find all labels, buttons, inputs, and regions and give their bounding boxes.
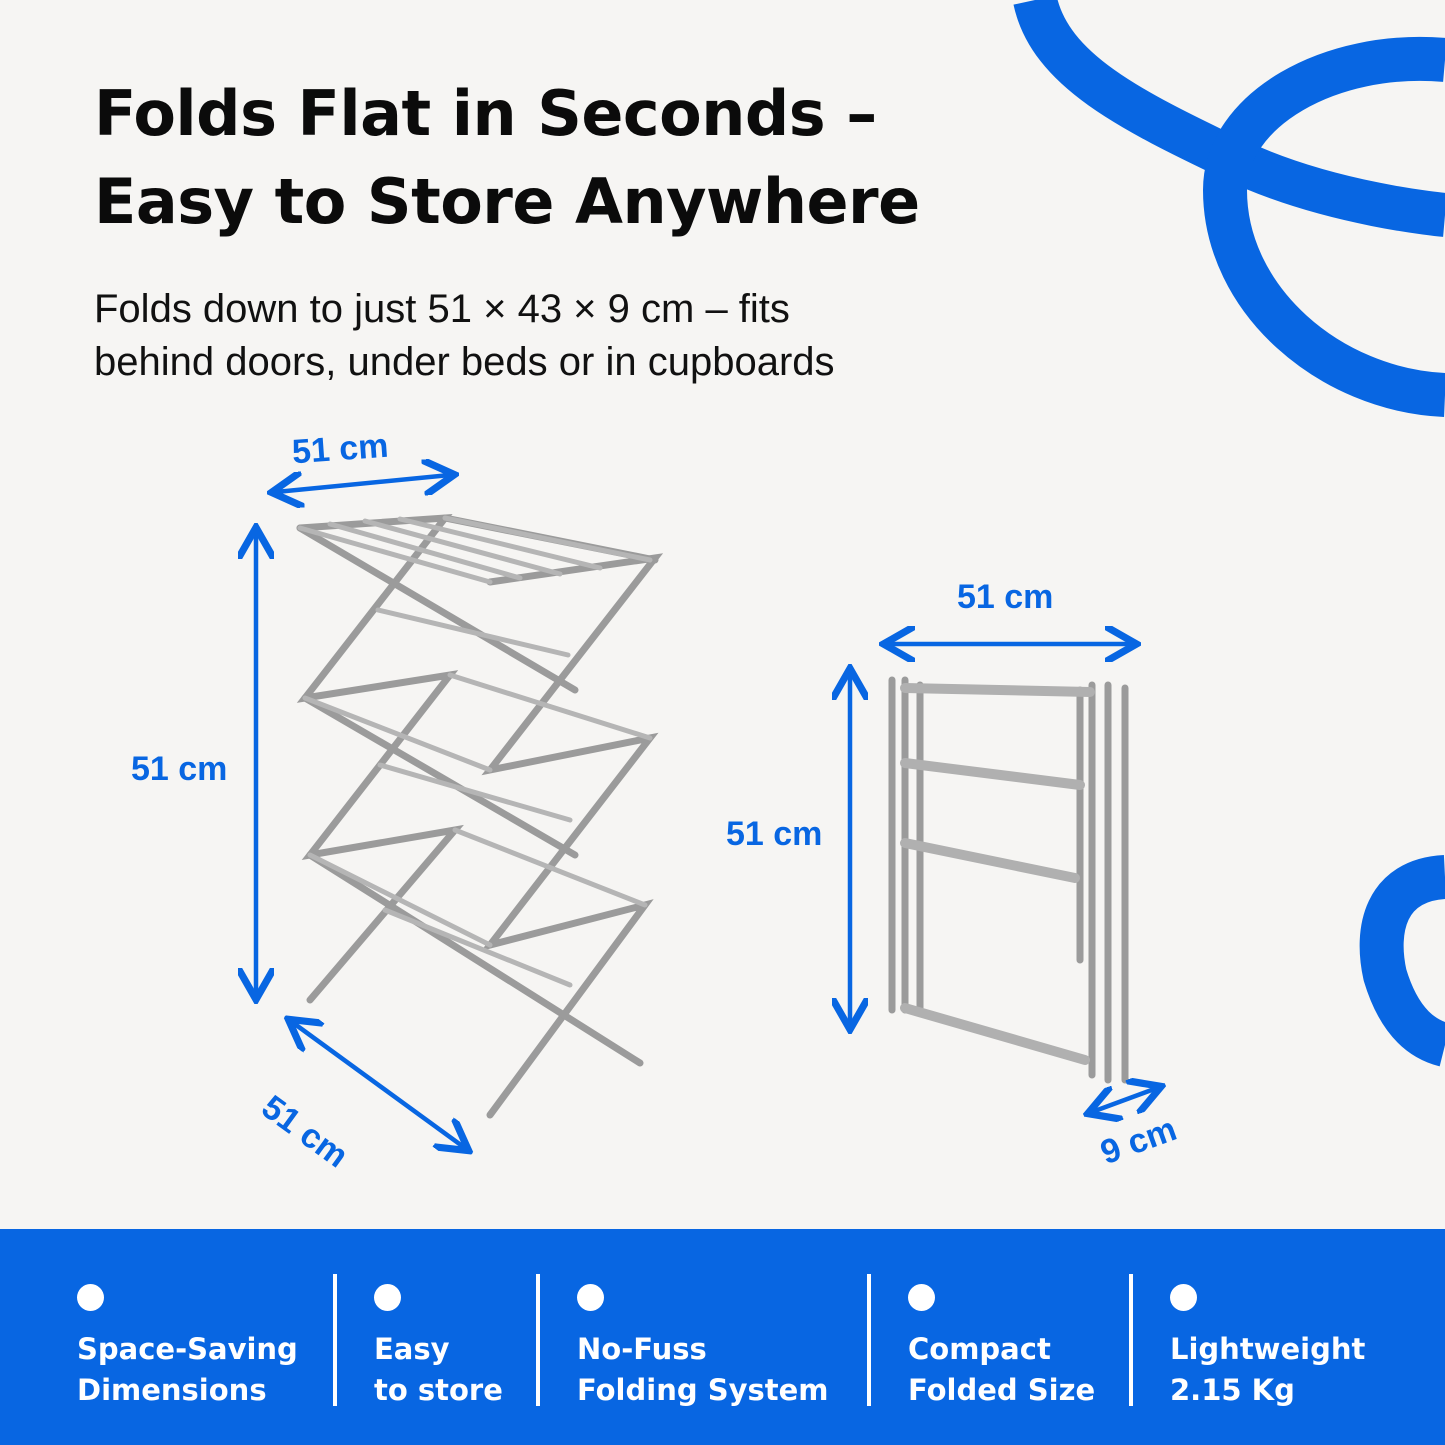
subtitle: Folds down to just 51 × 43 × 9 cm – fits… — [94, 283, 835, 389]
open-airer-image — [296, 513, 664, 1119]
feature-subtitle: 2.15 Kg — [1170, 1373, 1295, 1407]
feature-subtitle: Dimensions — [77, 1373, 267, 1407]
feature-title: No-Fuss — [577, 1332, 707, 1366]
headline-line-2: Easy to Store Anywhere — [94, 165, 920, 238]
feature-divider — [333, 1274, 337, 1406]
feature-title: Easy — [374, 1332, 450, 1366]
feature-folding-system: No-Fuss Folding System — [577, 1284, 829, 1411]
feature-title: Lightweight — [1170, 1332, 1366, 1366]
folded-width-label: 51 cm — [957, 578, 1054, 616]
feature-subtitle: Folding System — [577, 1373, 829, 1407]
open-width-label: 51 cm — [290, 426, 390, 472]
feature-divider — [867, 1274, 871, 1406]
feature-title: Compact — [908, 1332, 1051, 1366]
subtitle-line-2: behind doors, under beds or in cupboards — [94, 340, 835, 384]
arrow-folded-depth — [1092, 1088, 1157, 1112]
bullet-dot — [577, 1284, 604, 1311]
arrow-open-width — [276, 475, 450, 492]
feature-lightweight: Lightweight 2.15 Kg — [1170, 1284, 1365, 1411]
open-height-label: 51 cm — [131, 750, 228, 788]
subtitle-line-1: Folds down to just 51 × 43 × 9 cm – fits — [94, 287, 790, 331]
bullet-dot — [374, 1284, 401, 1311]
feature-subtitle: Folded Size — [908, 1373, 1096, 1407]
arrow-open-depth — [292, 1022, 465, 1148]
feature-space-saving: Space-Saving Dimensions — [77, 1284, 298, 1411]
bullet-dot — [77, 1284, 104, 1311]
feature-subtitle: to store — [374, 1373, 503, 1407]
feature-divider — [1129, 1274, 1133, 1406]
feature-title: Space-Saving — [77, 1332, 298, 1366]
feature-bar: Space-Saving Dimensions Easy to store No… — [0, 1229, 1445, 1445]
folded-height-label: 51 cm — [726, 815, 823, 853]
feature-divider — [536, 1274, 540, 1406]
bullet-dot — [1170, 1284, 1197, 1311]
folded-airer-image — [888, 676, 1129, 1084]
bullet-dot — [908, 1284, 935, 1311]
feature-easy-store: Easy to store — [374, 1284, 503, 1411]
feature-compact-size: Compact Folded Size — [908, 1284, 1095, 1411]
page-title: Folds Flat in Seconds – Easy to Store An… — [94, 70, 920, 246]
headline-line-1: Folds Flat in Seconds – — [94, 77, 877, 150]
